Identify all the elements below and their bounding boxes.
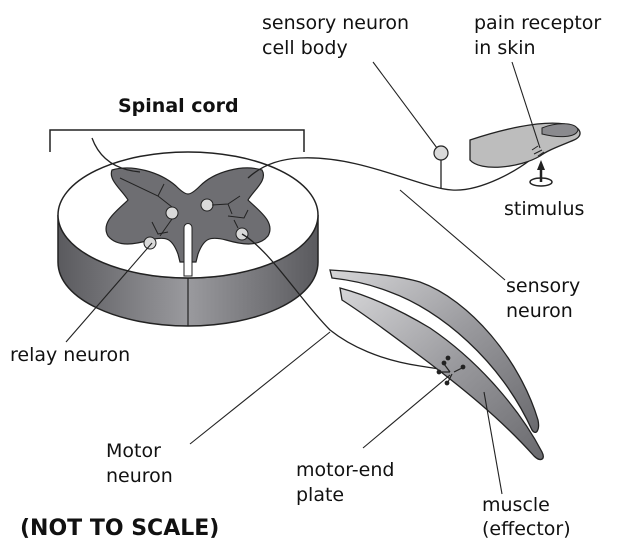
stimulus-pin-icon xyxy=(530,160,552,186)
label-motor-neuron-line2: neuron xyxy=(106,465,173,487)
label-sensory-cell-body-line2: cell body xyxy=(262,37,348,59)
spinal-cord-bracket xyxy=(50,130,304,152)
label-motor-end-plate-line2: plate xyxy=(296,484,344,506)
central-canal xyxy=(184,224,192,277)
not-to-scale-note: (NOT TO SCALE) xyxy=(20,516,219,542)
label-muscle-line2: (effector) xyxy=(482,518,571,540)
label-stimulus: stimulus xyxy=(504,198,584,220)
label-sensory-cell-body-line1: sensory neuron xyxy=(262,12,409,34)
label-pain-receptor-line1: pain receptor xyxy=(474,12,601,34)
label-relay-neuron: relay neuron xyxy=(10,344,130,366)
label-motor-end-plate-line1: motor-end xyxy=(296,459,394,481)
label-motor-neuron-line1: Motor xyxy=(106,440,161,462)
sensory-neuron-cell-body xyxy=(434,146,448,160)
label-sensory-neuron-line1: sensory xyxy=(506,275,580,297)
label-sensory-neuron-line2: neuron xyxy=(506,300,573,322)
spinal-cord-title: Spinal cord xyxy=(118,95,239,117)
fingernail xyxy=(542,124,578,137)
label-muscle-line1: muscle xyxy=(482,494,550,516)
label-pain-receptor-line2: in skin xyxy=(474,37,536,59)
